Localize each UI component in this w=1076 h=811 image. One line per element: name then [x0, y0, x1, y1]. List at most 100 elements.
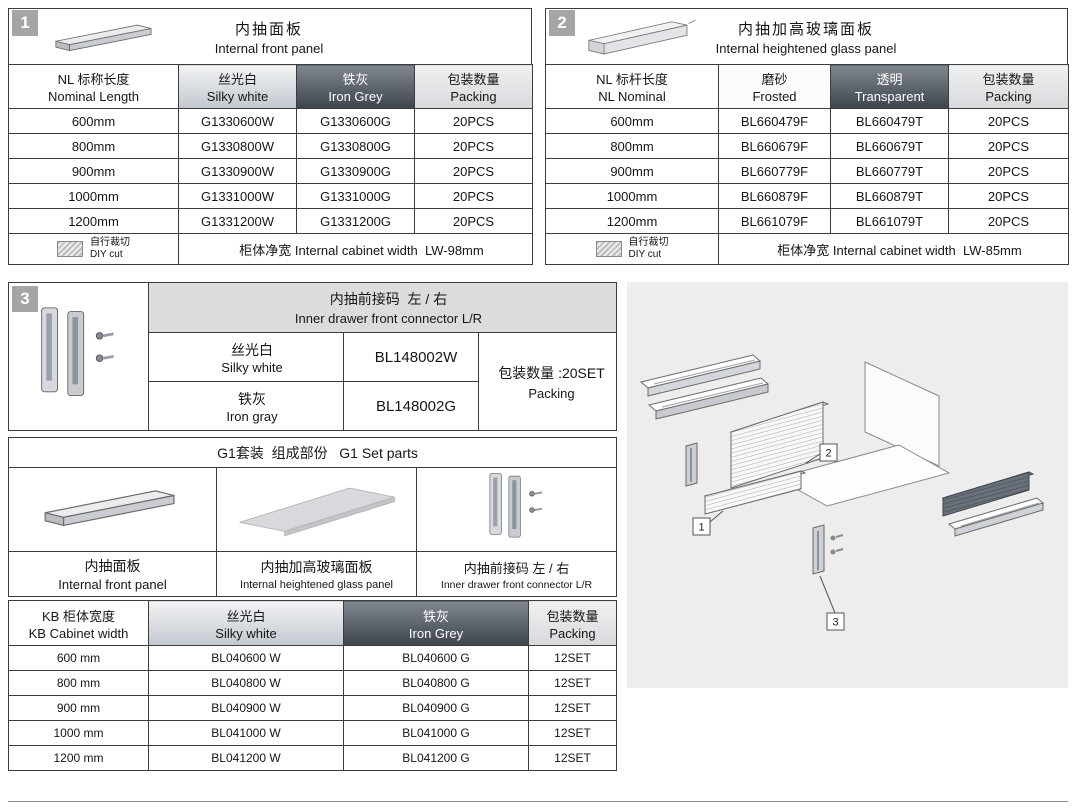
- code-cell-frosted: BL660679F: [718, 133, 831, 159]
- code-cell-iron-grey: G1330600G: [296, 108, 415, 134]
- code-cell: BL148002W: [343, 332, 479, 382]
- callout-1: 1: [692, 510, 724, 536]
- length-cell: 1000mm: [8, 183, 179, 209]
- col-header-packing: 包装数量 Packing: [414, 64, 533, 109]
- header-en: Transparent: [854, 89, 925, 104]
- packing-cell: 20PCS: [414, 158, 533, 184]
- title-zh: 内抽前接码 左 / 右: [329, 291, 448, 307]
- header-zh: NL 标称长度: [57, 72, 130, 87]
- packing-cell: 12SET: [528, 745, 617, 771]
- code-cell-transparent: BL660479T: [830, 108, 949, 134]
- left-connector-icon: [685, 442, 698, 487]
- diy-cut-icon: [595, 241, 622, 257]
- code-cell-frosted: BL660879F: [718, 183, 831, 209]
- col-header-nominal: NL 标杆长度 NL Nominal: [545, 64, 719, 109]
- slide-rails-icon: [639, 354, 770, 420]
- glass-panel-image: [588, 19, 696, 54]
- section-heightened-glass-panel: 2 内抽加高玻璃面板 Internal heightened glass pan…: [545, 8, 1069, 265]
- set-caption-glass-panel: 内抽加高玻璃面板 Internal heightened glass panel: [216, 551, 417, 597]
- bottom-board-icon: [775, 444, 951, 507]
- section1-title: 内抽面板 Internal front panel: [169, 18, 369, 56]
- packing-cell: 20PCS: [414, 208, 533, 234]
- internal-front-panel-table: NL 标称长度 Nominal Length 丝光白 Silky white 铁…: [8, 64, 533, 265]
- col-header-iron-grey: 铁灰 Iron Grey: [296, 64, 415, 109]
- header-en: Packing: [985, 89, 1032, 104]
- code-cell-iron-grey: BL040600 G: [343, 645, 529, 671]
- caption-zh: 内抽前接码 左 / 右: [463, 560, 570, 576]
- set-part-image-glass-panel-cell: [216, 467, 417, 552]
- packing-cell: 12SET: [528, 670, 617, 696]
- header-en: KB Cabinet width: [28, 625, 129, 641]
- title-en: Internal front panel: [214, 40, 324, 56]
- col-header-silky-white: 丝光白 Silky white: [148, 600, 344, 646]
- length-cell: 1200mm: [545, 208, 719, 234]
- table-row: 800mm G1330800W G1330800G 20PCS: [8, 133, 533, 159]
- code-cell-transparent: BL661079T: [830, 208, 949, 234]
- length-cell: 1200mm: [8, 208, 179, 234]
- table-row: 1200mm G1331200W G1331200G 20PCS: [8, 208, 533, 234]
- diy-cut-icon: [57, 241, 83, 257]
- diy-cut-cell: 自行裁切 DIY cut: [545, 233, 719, 265]
- exploded-view-diagram: 1 2 3: [627, 282, 1068, 688]
- packing-en: Packing: [528, 385, 575, 401]
- col-header-packing: 包装数量 Packing: [948, 64, 1069, 109]
- code-cell-frosted: BL660779F: [718, 158, 831, 184]
- width-cell: 900 mm: [8, 695, 149, 721]
- table-row: 丝光白 Silky white BL148002W 包装数量 :20SET Pa…: [9, 332, 617, 431]
- table-row: 900mm G1330900W G1330900G 20PCS: [8, 158, 533, 184]
- header-row: KB 柜体宽度 KB Cabinet width 丝光白 Silky white…: [8, 600, 617, 646]
- diy-cut-cell: 自行裁切 DIY cut: [8, 233, 179, 265]
- code-cell-transparent: BL660879T: [830, 183, 949, 209]
- title-en: Inner drawer front connector L/R: [294, 311, 483, 326]
- section2-title: 内抽加高玻璃面板 Internal heightened glass panel: [706, 18, 906, 56]
- set-captions-row: 内抽面板 Internal front panel 内抽加高玻璃面板 Inter…: [8, 551, 618, 597]
- footer-row: 自行裁切 DIY cut 柜体净宽 Internal cabinet width…: [8, 233, 533, 265]
- finish-en: Iron gray: [226, 408, 278, 424]
- header-zh: 包装数量: [546, 608, 599, 624]
- diy-zh: 自行裁切: [628, 237, 669, 248]
- glass-panel-thumbnail: [580, 15, 706, 59]
- cabinet-width-note: 柜体净宽 Internal cabinet width LW-98mm: [178, 233, 533, 265]
- connector-title-cell: 内抽前接码 左 / 右 Inner drawer front connector…: [148, 282, 617, 333]
- title-zh: 内抽加高玻璃面板: [737, 20, 874, 38]
- code-cell-transparent: BL660679T: [830, 133, 949, 159]
- finish-zh: 铁灰: [238, 390, 266, 407]
- caption-zh: 内抽面板: [84, 558, 141, 574]
- callout-2: 2: [805, 443, 838, 464]
- length-cell: 800mm: [8, 133, 179, 159]
- glass-panel-icon: [729, 401, 830, 489]
- code-cell-iron-grey: BL041200 G: [343, 745, 529, 771]
- packing-cell: 12SET: [528, 695, 617, 721]
- set-part-image-connector-cell: [415, 467, 618, 552]
- width-cell: 600 mm: [8, 645, 149, 671]
- code-cell-frosted: BL660479F: [718, 108, 831, 134]
- caption-zh: 内抽加高玻璃面板: [260, 559, 373, 575]
- packing-zh: 包装数量 :20SET: [498, 364, 605, 381]
- section2-title-row: 内抽加高玻璃面板 Internal heightened glass panel: [545, 8, 1068, 64]
- header-en: Silky white: [215, 625, 277, 641]
- table-row: 800mm BL660679F BL660679T 20PCS: [545, 133, 1069, 159]
- code-cell-silky-white: BL040600 W: [148, 645, 344, 671]
- title-en: Internal heightened glass panel: [715, 40, 897, 56]
- code-cell-iron-grey: G1330900G: [296, 158, 415, 184]
- table-row: G1套装 组成部份 G1 Set parts: [7, 437, 618, 468]
- table-row: 900mm BL660779F BL660779T 20PCS: [545, 158, 1069, 184]
- code-cell-iron-grey: BL041000 G: [343, 720, 529, 746]
- col-header-nominal-length: NL 标称长度 Nominal Length: [8, 64, 179, 109]
- header-en: Frosted: [752, 89, 797, 104]
- finish-zh: 丝光白: [231, 341, 273, 358]
- set-parts-table: G1套装 组成部份 G1 Set parts: [7, 437, 618, 597]
- header-zh: 透明: [876, 72, 903, 87]
- header-zh: NL 标杆长度: [596, 72, 668, 87]
- glass-panel-table: NL 标杆长度 NL Nominal 磨砂 Frosted 透明 Transpa…: [545, 64, 1069, 265]
- caption-en: Inner drawer front connector L/R: [440, 578, 593, 591]
- header-zh: 包装数量: [982, 72, 1035, 87]
- packing-cell: 20PCS: [948, 108, 1069, 134]
- title-zh: 内抽面板: [234, 20, 303, 38]
- width-cell: 800 mm: [8, 670, 149, 696]
- section-badge-2: 2: [549, 10, 575, 36]
- packing-cell: 20PCS: [414, 133, 533, 159]
- connector-pair-image: [40, 307, 114, 396]
- table-row: 铁灰 Iron gray BL148002G: [9, 381, 617, 431]
- diy-en: DIY cut: [628, 249, 662, 260]
